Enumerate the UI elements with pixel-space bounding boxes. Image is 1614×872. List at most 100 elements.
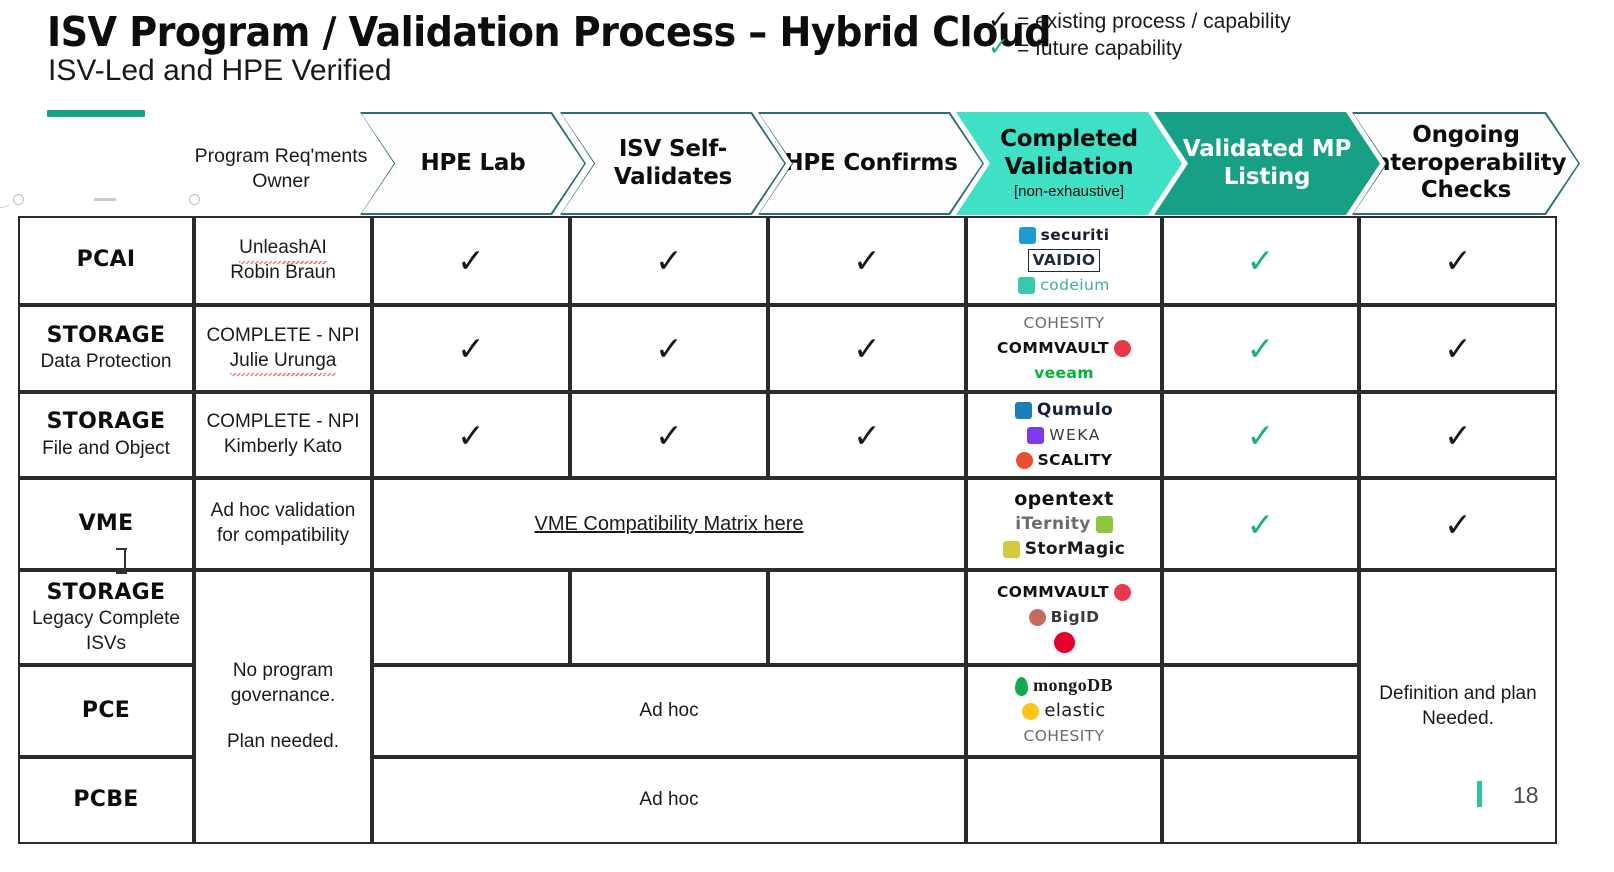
- column-header-owner: Program Req'ments Owner: [194, 145, 368, 192]
- cell-hpe-confirms-storage-legacy: [768, 570, 966, 665]
- process-chevron-header: Program Req'ments Owner HPE Lab ISV Self…: [0, 112, 1614, 215]
- check-icon: ✓: [853, 241, 881, 280]
- check-icon: ✓: [1246, 241, 1275, 280]
- table-row: STORAGE Legacy Complete ISVs: [18, 570, 194, 665]
- chevron-ongoing-interoperability-checks[interactable]: Ongoing Interoperability Checks: [1352, 112, 1580, 215]
- chevron-hpe-lab[interactable]: HPE Lab: [360, 112, 586, 215]
- selection-handle-left[interactable]: [13, 194, 24, 205]
- logo-bigid: BigID: [1028, 608, 1100, 628]
- check-icon: ✓: [457, 415, 485, 455]
- check-icon: ✓: [1444, 329, 1472, 368]
- logo-codeium: codeium: [1018, 276, 1109, 296]
- cell-ongoing-vme: ✓: [1359, 478, 1557, 570]
- page-title: ISV Program / Validation Process – Hybri…: [47, 8, 1052, 56]
- logo-weka: WEKA: [1027, 425, 1101, 445]
- iternity-mark-icon: [1095, 515, 1113, 533]
- logo-opentext: opentext: [1014, 487, 1114, 510]
- cell-completed-validation-pcbe: [966, 757, 1162, 844]
- logo-elastic: elastic: [1022, 700, 1105, 721]
- chevron-completed-validation[interactable]: Completed Validation [non-exhaustive]: [956, 112, 1182, 215]
- cell-ongoing-storage-dp: ✓: [1359, 305, 1557, 392]
- cell-hpe-confirms-storage-dp: ✓: [768, 305, 966, 392]
- slide-number-accent: [1477, 781, 1482, 807]
- check-icon: ✓: [1444, 241, 1472, 280]
- legend-item-future: ✓ = future capability: [988, 35, 1291, 62]
- table-row: STORAGE Data Protection: [18, 305, 194, 392]
- check-icon: ✓: [1246, 504, 1275, 544]
- scality-mark-icon: [1015, 451, 1033, 469]
- cell-owner-vme: Ad hoc validation for compatibility: [194, 478, 372, 570]
- chevron-hpe-confirms[interactable]: HPE Confirms: [758, 112, 984, 215]
- check-icon: ✓: [655, 329, 683, 368]
- logo-qumulo: Qumulo: [1014, 400, 1113, 420]
- check-icon: ✓: [853, 415, 881, 455]
- selection-handle-right[interactable]: [189, 194, 200, 205]
- legend: ✓ = existing process / capability ✓ = fu…: [988, 8, 1291, 62]
- cell-ongoing-pcai: ✓: [1359, 216, 1557, 305]
- check-icon: ✓: [655, 241, 683, 280]
- mongodb-leaf-icon: [1015, 676, 1029, 696]
- stormagic-mark-icon: [1002, 540, 1020, 558]
- logo-cohesity: COHESITY: [1023, 726, 1105, 745]
- check-icon: ✓: [1246, 329, 1275, 368]
- table-row: PCAI: [18, 216, 194, 305]
- logo-scality: SCALITY: [1015, 450, 1113, 470]
- legend-future-label: = future capability: [1017, 37, 1183, 60]
- check-icon: ✓: [1444, 415, 1472, 455]
- slide-number: 18: [1513, 782, 1539, 808]
- chevron-validated-mp-listing[interactable]: Validated MP Listing: [1154, 112, 1380, 215]
- cell-hpe-lab-storage-legacy: [372, 570, 570, 665]
- elastic-mark-icon: [1022, 702, 1040, 720]
- cell-isv-self-pcai: ✓: [570, 216, 768, 305]
- cell-completed-validation-pcai: securiti VAIDIO codeium: [966, 216, 1162, 305]
- cell-hpe-confirms-pcai: ✓: [768, 216, 966, 305]
- cell-isv-self-storage-fo: ✓: [570, 392, 768, 478]
- cell-completed-validation-vme: opentext iTernity StorMagic: [966, 478, 1162, 570]
- logo-vaidio: VAIDIO: [1027, 249, 1101, 272]
- cell-validated-mp-storage-legacy: [1162, 570, 1359, 665]
- text-cursor-icon: [116, 548, 127, 574]
- commvault-mark-icon: [1113, 340, 1131, 357]
- table-row: STORAGE File and Object: [18, 392, 194, 478]
- cell-completed-validation-storage-legacy: COMMVAULT BigID: [966, 570, 1162, 665]
- cell-validated-mp-storage-dp: ✓: [1162, 305, 1359, 392]
- check-icon: ✓: [853, 329, 881, 368]
- cell-owner-pcai: UnleashAI Robin Braun: [194, 216, 372, 305]
- cell-validated-mp-storage-fo: ✓: [1162, 392, 1359, 478]
- cell-hpe-confirms-storage-fo: ✓: [768, 392, 966, 478]
- legend-item-existing: ✓ = existing process / capability: [988, 8, 1291, 35]
- chevron-isv-self-validates[interactable]: ISV Self- Validates: [560, 112, 786, 215]
- table-row: PCE: [18, 665, 194, 757]
- cell-owner-no-program-governance: No program governance. Plan needed.: [194, 570, 372, 844]
- check-icon: ✓: [1246, 415, 1275, 455]
- cell-vme-compatibility-matrix-link[interactable]: VME Compatibility Matrix here: [372, 478, 966, 570]
- logo-veeam: veeam: [1034, 364, 1094, 383]
- logo-stormagic: StorMagic: [1002, 539, 1126, 559]
- cell-hpe-lab-storage-dp: ✓: [372, 305, 570, 392]
- cell-hpe-lab-storage-fo: ✓: [372, 392, 570, 478]
- check-icon: ✓: [457, 329, 485, 368]
- weka-mark-icon: [1027, 426, 1045, 444]
- cell-ad-hoc-pce: Ad hoc: [372, 665, 966, 757]
- cell-validated-mp-vme: ✓: [1162, 478, 1359, 570]
- title-accent-bar: [47, 110, 145, 117]
- selection-handle-middle[interactable]: [94, 198, 116, 201]
- qumulo-mark-icon: [1014, 401, 1032, 419]
- cell-isv-self-storage-dp: ✓: [570, 305, 768, 392]
- vme-compatibility-matrix-link[interactable]: VME Compatibility Matrix here: [534, 513, 804, 535]
- logo-commvault: COMMVAULT: [997, 583, 1131, 603]
- commvault-mark-icon: [1113, 584, 1131, 601]
- securiti-mark-icon: [1018, 227, 1036, 244]
- cell-owner-storage-dp: COMPLETE - NPI Julie Urunga: [194, 305, 372, 392]
- table-row: PCBE: [18, 757, 194, 844]
- validation-matrix-table: PCAI UnleashAI Robin Braun ✓ ✓ ✓ securit…: [18, 216, 1557, 844]
- cell-ongoing-definition-and-plan-needed: Definition and plan Needed.: [1359, 570, 1557, 844]
- cell-completed-validation-pce: mongoDB elastic COHESITY: [966, 665, 1162, 757]
- cell-ongoing-storage-fo: ✓: [1359, 392, 1557, 478]
- logo-iternity: iTernity: [1015, 514, 1113, 534]
- table-row: VME: [18, 478, 194, 570]
- check-icon: ✓: [1444, 504, 1472, 544]
- legend-existing-label: = existing process / capability: [1017, 10, 1291, 33]
- cell-owner-storage-fo: COMPLETE - NPI Kimberly Kato: [194, 392, 372, 478]
